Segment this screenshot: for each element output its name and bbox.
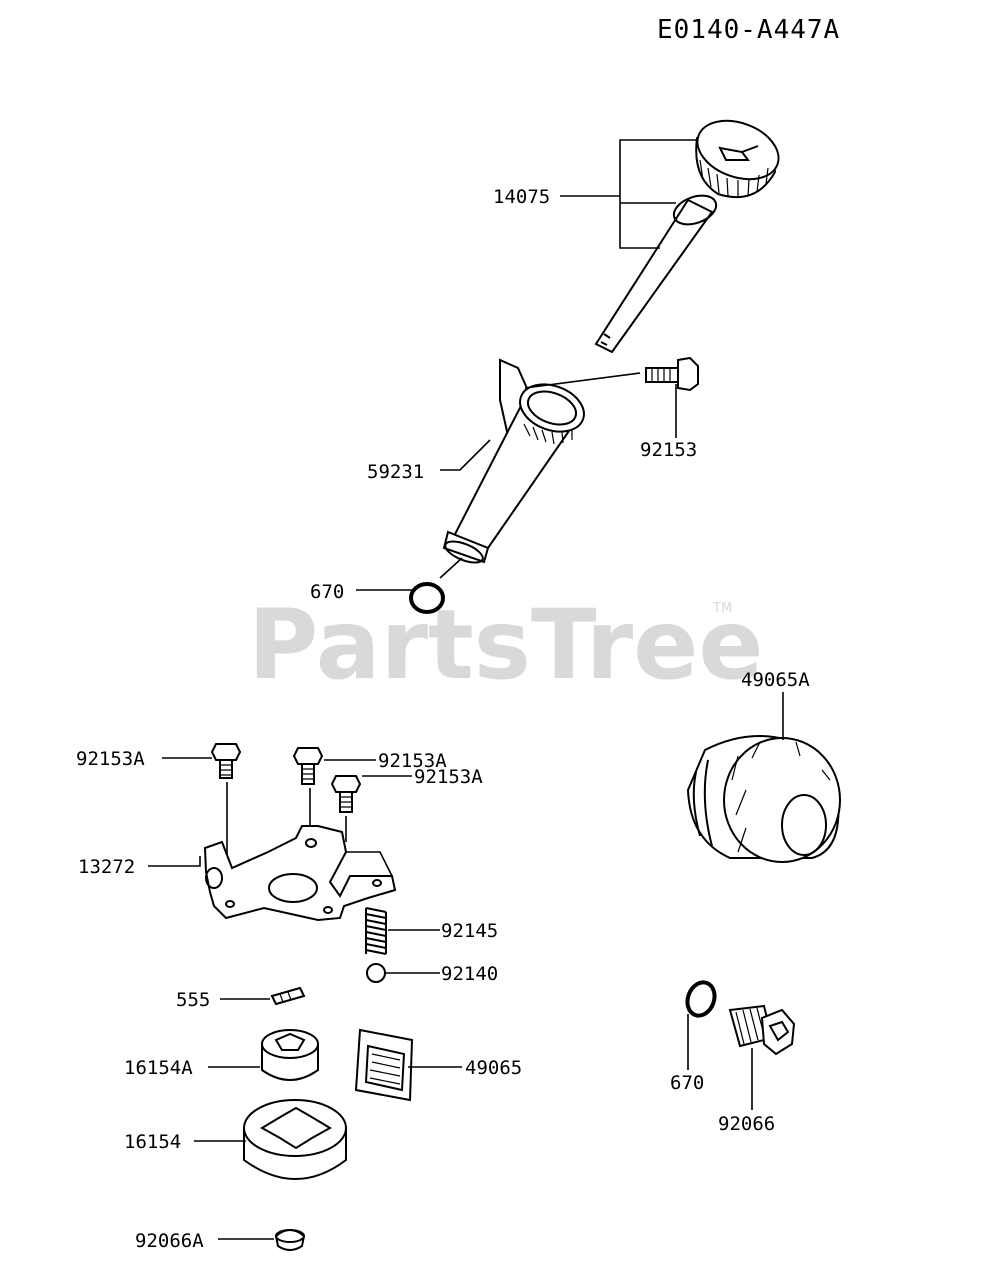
- label-92066A[interactable]: 92066A: [135, 1230, 204, 1252]
- o-ring-670-upper-part[interactable]: [409, 582, 445, 614]
- label-49065A[interactable]: 49065A: [741, 669, 810, 691]
- o-ring-670-lower-part[interactable]: [683, 979, 719, 1020]
- label-49065[interactable]: 49065: [465, 1057, 522, 1079]
- label-92145[interactable]: 92145: [441, 920, 498, 942]
- trademark-mark: TM: [712, 601, 732, 616]
- label-16154[interactable]: 16154: [124, 1131, 181, 1153]
- bolt-92153-part[interactable]: [645, 356, 699, 392]
- bolt-to-tube-line: [524, 372, 641, 389]
- label-670-upper[interactable]: 670: [310, 581, 344, 603]
- leader-59231: [440, 439, 491, 471]
- inner-rotor-16154A-part[interactable]: [261, 1029, 319, 1081]
- ball-92140-part[interactable]: [366, 963, 386, 983]
- label-92153A-top[interactable]: 92153A: [378, 750, 447, 772]
- pin-555-part[interactable]: [270, 986, 306, 1006]
- label-14075[interactable]: 14075: [493, 186, 550, 208]
- spring-92145-part[interactable]: [365, 907, 387, 955]
- label-16154A[interactable]: 16154A: [124, 1057, 193, 1079]
- oil-screen-49065-part[interactable]: [354, 1028, 414, 1102]
- label-555[interactable]: 555: [176, 989, 210, 1011]
- label-92153A-right[interactable]: 92153A: [414, 766, 483, 788]
- bolt-92153A-right-part[interactable]: [330, 775, 362, 813]
- oil-filter-part[interactable]: [686, 735, 841, 863]
- label-92153[interactable]: 92153: [640, 439, 697, 461]
- bolt-92153A-left-part[interactable]: [210, 743, 242, 779]
- dipstick-cap-part[interactable]: [594, 110, 787, 354]
- label-59231[interactable]: 59231: [367, 461, 424, 483]
- diagram-code: E0140-A447A: [657, 15, 840, 45]
- leader-14075: [560, 139, 697, 249]
- plug-92066A-part[interactable]: [274, 1229, 306, 1251]
- label-92066[interactable]: 92066: [718, 1113, 775, 1135]
- watermark-text: PartsTree: [248, 589, 763, 701]
- bolt-92153A-top-part[interactable]: [292, 747, 324, 785]
- oil-filler-tube-part[interactable]: [442, 358, 590, 567]
- drain-plug-92066-part[interactable]: [728, 1004, 796, 1056]
- outer-rotor-16154-part[interactable]: [243, 1099, 347, 1180]
- label-13272[interactable]: 13272: [78, 856, 135, 878]
- label-92153A-left[interactable]: 92153A: [76, 748, 145, 770]
- label-670-lower[interactable]: 670: [670, 1072, 704, 1094]
- leader-13272: [148, 856, 201, 867]
- label-92140[interactable]: 92140: [441, 963, 498, 985]
- relief-valve-plate-part[interactable]: [203, 825, 397, 922]
- ring-to-tube-line: [439, 557, 463, 579]
